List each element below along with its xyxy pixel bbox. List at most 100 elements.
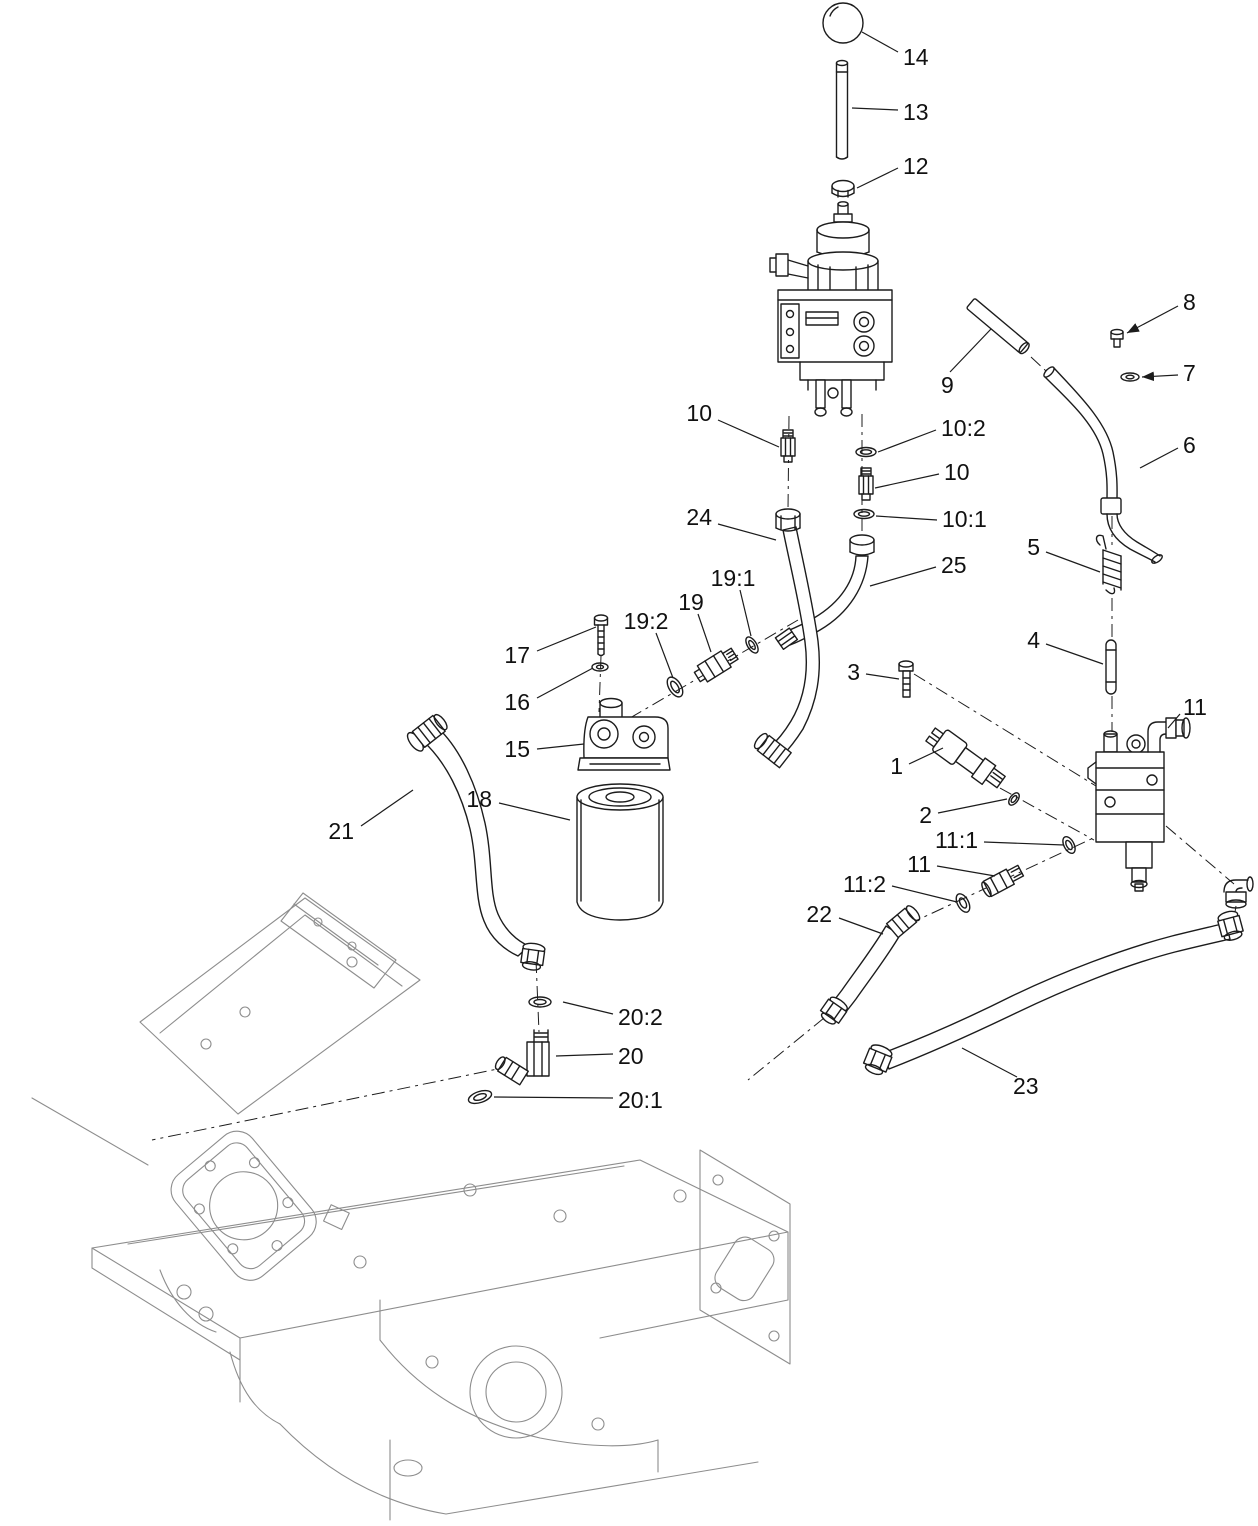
part-label-17: 17	[504, 642, 530, 668]
part-18-filter	[576, 783, 664, 921]
part-label-13: 13	[903, 99, 929, 125]
part-label-20:2: 20:2	[618, 1004, 663, 1030]
part-23-hex-end	[862, 1044, 893, 1076]
leader-line-10:2	[877, 429, 937, 453]
part-label-18: 18	[466, 786, 492, 812]
part-label-8: 8	[1183, 289, 1196, 315]
part-label-15: 15	[504, 736, 530, 762]
leader-line-23	[961, 1047, 1018, 1078]
part-label-1: 1	[890, 753, 903, 779]
part-label-3: 3	[847, 659, 860, 685]
part-24-hose	[753, 508, 821, 769]
part-label-22: 22	[806, 901, 832, 927]
part-label-9: 9	[941, 372, 954, 398]
part-4-pin	[1105, 639, 1117, 695]
part-20-2-oring	[528, 996, 552, 1008]
part-label-11: 11	[907, 851, 931, 877]
part-label-11:1: 11:1	[935, 827, 978, 853]
part-label-20: 20	[618, 1043, 644, 1069]
part-valve-body	[1087, 730, 1165, 892]
part-11-elbow-top	[1147, 717, 1191, 753]
part-label-24: 24	[686, 504, 712, 530]
part-22-hex-end	[819, 996, 848, 1025]
leader-line-3	[865, 673, 900, 680]
leader-line-13	[851, 107, 899, 111]
part-label-10: 10	[944, 459, 970, 485]
leader-line-10:1	[875, 515, 938, 521]
part-label-21: 21	[328, 818, 354, 844]
part-label-10: 10	[686, 400, 712, 426]
leader-line-2	[937, 798, 1008, 814]
leader-line-15	[536, 743, 585, 750]
part-label-14: 14	[903, 44, 929, 70]
part-label-19:2: 19:2	[624, 608, 669, 634]
leader-line-20	[555, 1053, 614, 1057]
leader-line-11	[936, 865, 996, 877]
part-21-elbow-end	[406, 713, 448, 752]
leader-line-25	[869, 566, 937, 587]
leader-line-17	[536, 626, 597, 652]
center-lines	[151, 356, 1237, 1141]
leader-line-18	[498, 802, 571, 821]
leader-line-24	[717, 523, 777, 541]
part-10-1-oring	[853, 508, 875, 520]
part-7-washer	[1120, 372, 1140, 382]
leader-line-11:2	[891, 885, 958, 903]
part-label-19: 19	[678, 589, 704, 615]
part-label-12: 12	[903, 153, 929, 179]
part-label-10:2: 10:2	[941, 415, 986, 441]
leader-line-14	[861, 31, 899, 53]
part-8-bolt	[1110, 328, 1124, 348]
leader-line-12	[856, 167, 899, 189]
leader-line-11	[1167, 713, 1181, 729]
leader-line-11:1	[983, 841, 1065, 846]
part-label-5: 5	[1027, 534, 1040, 560]
part-10-fitting-b	[858, 467, 874, 501]
leader-line-19	[697, 613, 712, 653]
leader-line-16	[536, 667, 594, 699]
part-16-washer	[591, 662, 609, 672]
part-label-23: 23	[1013, 1073, 1039, 1099]
leader-line-6	[1139, 447, 1179, 469]
leader-line-21	[360, 789, 414, 827]
part-6-bent-tube	[1043, 366, 1163, 564]
part-23-swivel-nut	[1217, 910, 1244, 941]
leader-line-10	[717, 419, 780, 448]
part-11-2-oring	[955, 893, 971, 913]
part-elbow-bottom-right	[1223, 876, 1254, 909]
part-19-fitting	[693, 647, 739, 683]
part-11-straight-fitting	[981, 864, 1025, 898]
part-24-elbow-end	[753, 732, 792, 769]
part-23-hose	[862, 910, 1244, 1076]
part-10-2-oring	[855, 446, 877, 458]
part-17-bolt	[593, 614, 609, 657]
part-20-elbow	[494, 1029, 550, 1086]
part-label-25: 25	[941, 552, 967, 578]
part-19-2-oring	[666, 676, 684, 698]
leader-line-20:1	[493, 1096, 614, 1099]
part-label-6: 6	[1183, 432, 1196, 458]
part-24-hose-nut	[775, 508, 801, 532]
part-label-20:1: 20:1	[618, 1087, 663, 1113]
leader-line-5	[1045, 551, 1101, 573]
leader-line-4	[1045, 643, 1104, 665]
frame-structure	[31, 892, 791, 1521]
leader-line-19:2	[655, 632, 674, 679]
part-14-ball-knob	[822, 2, 864, 44]
part-21-hose	[406, 713, 546, 971]
part-12-jam-nut	[831, 179, 855, 198]
part-label-11:2: 11:2	[843, 871, 886, 897]
parts-layer	[406, 2, 1254, 1105]
part-3-bolt	[898, 660, 914, 698]
part-label-4: 4	[1027, 627, 1040, 653]
part-5-spring	[1095, 534, 1122, 595]
part-10-fitting-a	[780, 429, 796, 463]
part-1-sensor	[925, 727, 1006, 789]
part-label-10:1: 10:1	[942, 506, 987, 532]
control-valve-top-assembly	[769, 201, 893, 417]
leader-line-8	[1126, 305, 1179, 334]
leader-line-19:1	[739, 589, 752, 637]
leader-line-10	[874, 473, 940, 489]
leader-line-9	[949, 328, 992, 373]
